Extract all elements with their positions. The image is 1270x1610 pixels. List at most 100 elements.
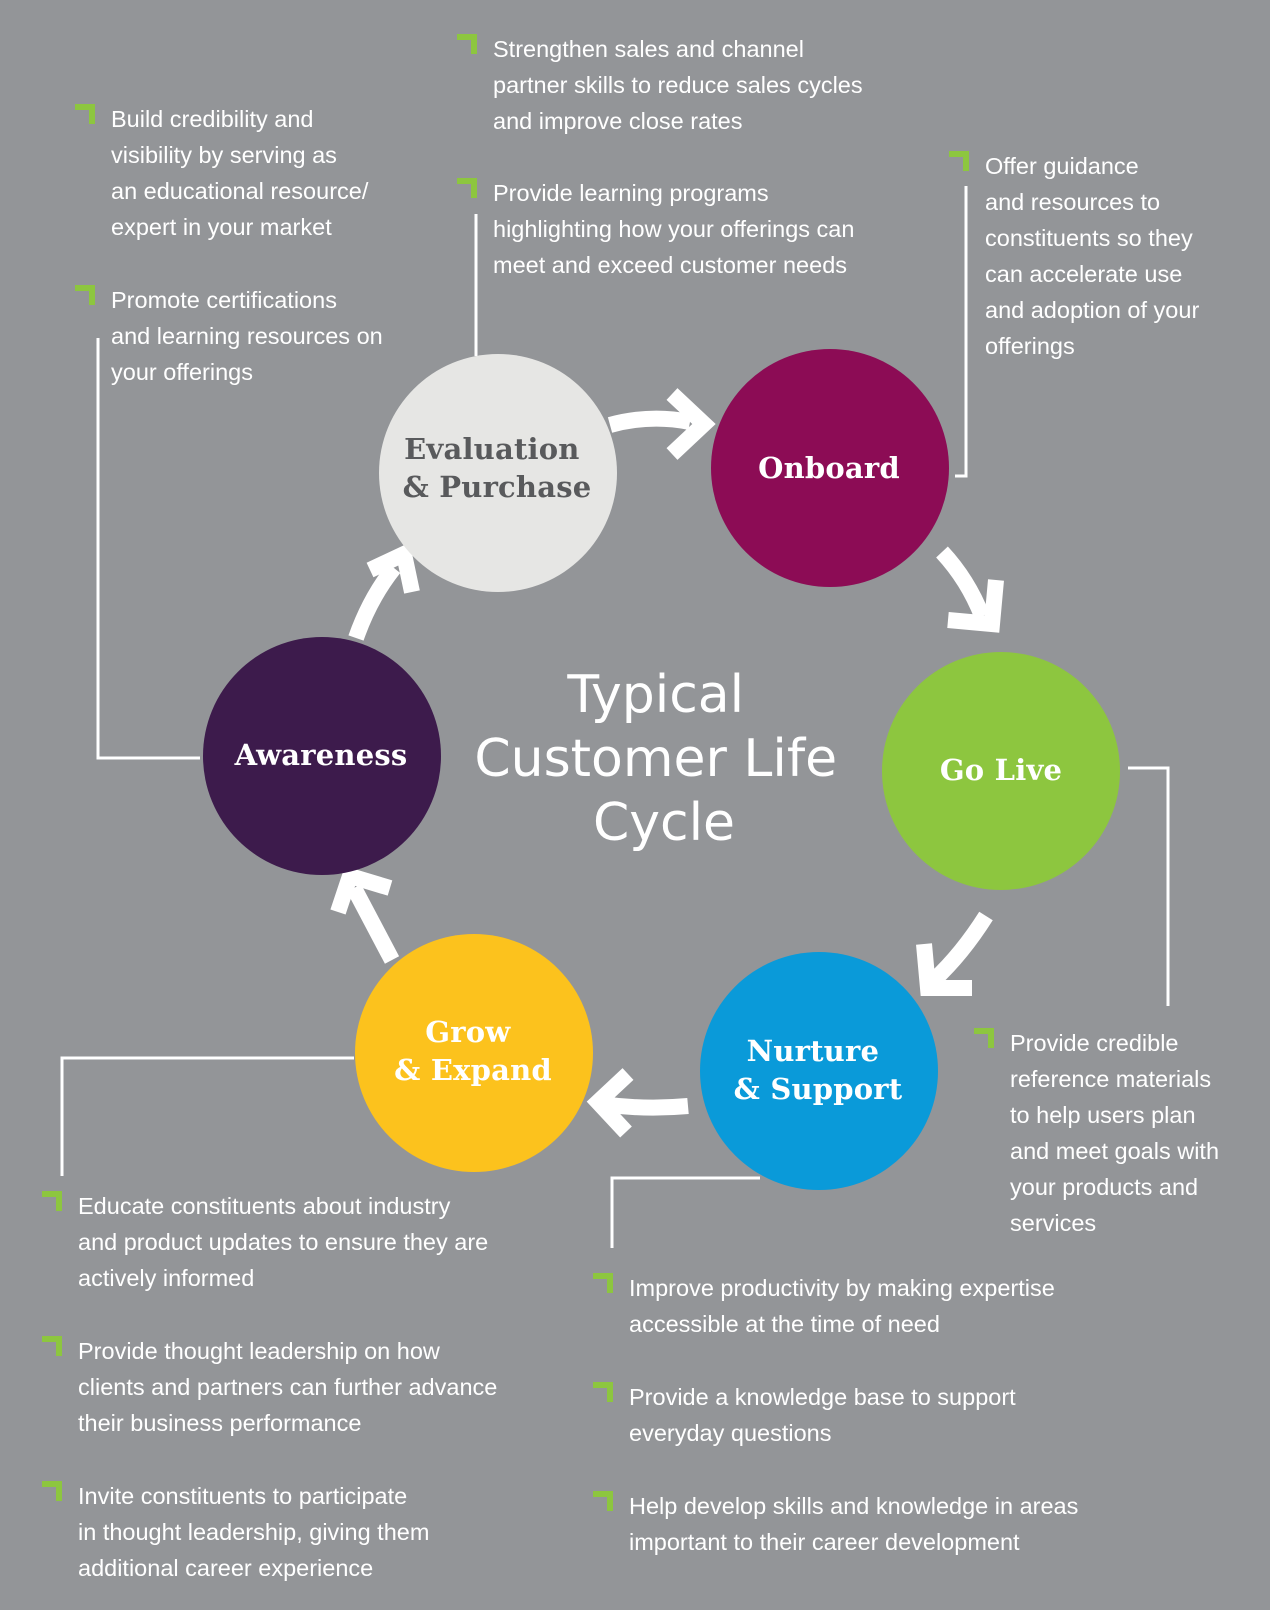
stage-go-live: Go Live	[882, 652, 1120, 890]
stage-label-line: & Expand	[394, 1053, 552, 1087]
stage-label-go-live: Go Live	[940, 753, 1062, 787]
evaluation-notes: Strengthen sales and channel partner ski…	[457, 31, 917, 283]
note-item: Educate constituents about industry and …	[42, 1188, 562, 1296]
note-item: Provide thought leadership on how client…	[42, 1333, 562, 1441]
stage-awareness: Awareness	[203, 637, 441, 875]
stage-nurture: Nurture & Support	[700, 952, 938, 1190]
note-line: expert in your market	[111, 214, 332, 240]
note-line: your offerings	[111, 359, 253, 385]
grow-notes: Educate constituents about industry and …	[42, 1188, 562, 1586]
note-item: Provide credible reference materials to …	[974, 1025, 1264, 1241]
note-line: Provide learning programs	[493, 180, 769, 206]
arrow-onboard-to-golive	[936, 546, 1004, 633]
note-line: Build credibility and	[111, 106, 314, 132]
stage-label-line: Go Live	[940, 753, 1062, 787]
green-tick-icon	[42, 1191, 62, 1211]
note-line: Provide credible	[1010, 1030, 1179, 1056]
green-tick-icon	[974, 1028, 994, 1048]
green-tick-icon	[593, 1273, 613, 1293]
connector-onboard	[955, 186, 968, 478]
stage-circle-grow	[355, 934, 593, 1172]
green-tick-icon	[75, 104, 95, 124]
go-live-notes: Provide credible reference materials to …	[974, 1025, 1264, 1241]
note-item: Strengthen sales and channel partner ski…	[457, 31, 917, 139]
note-line: to help users plan	[1010, 1102, 1196, 1128]
note-line: and product updates to ensure they are	[78, 1229, 489, 1255]
note-item: Help develop skills and knowledge in are…	[593, 1488, 1133, 1560]
green-tick-icon	[457, 178, 477, 198]
flow-arrows	[330, 388, 1004, 1138]
note-item: Improve productivity by making expertise…	[593, 1270, 1133, 1342]
note-line: Invite constituents to participate	[78, 1483, 408, 1509]
connector-grow	[60, 1056, 354, 1176]
arrow-nurture-to-grow	[586, 1068, 689, 1138]
note-line: everyday questions	[629, 1420, 832, 1446]
onboard-notes: Offer guidance and resources to constitu…	[949, 148, 1249, 364]
note-line: reference materials	[1010, 1066, 1212, 1092]
stage-onboard: Onboard	[711, 349, 949, 587]
note-line: actively informed	[78, 1265, 255, 1291]
stage-label-line: Nurture	[747, 1034, 879, 1068]
note-line: Provide thought leadership on how	[78, 1338, 440, 1364]
title-line: Cycle	[593, 793, 735, 853]
note-item: Provide learning programs highlighting h…	[457, 175, 917, 283]
title-line: Typical	[566, 665, 744, 725]
green-tick-icon	[42, 1336, 62, 1356]
arrow-evaluation-to-onboard	[607, 388, 716, 460]
connector-nurture	[610, 1176, 760, 1248]
note-item: Offer guidance and resources to constitu…	[949, 148, 1249, 364]
note-line: Educate constituents about industry	[78, 1193, 451, 1219]
connector-awareness	[96, 338, 200, 760]
stage-label-evaluation: Evaluation & Purchase	[403, 432, 592, 504]
note-line: your products and	[1010, 1174, 1199, 1200]
note-line: Offer guidance	[985, 153, 1139, 179]
note-line: and resources to	[985, 189, 1161, 215]
awareness-notes: Build credibility and visibility by serv…	[75, 101, 435, 390]
stage-circle-go-live	[882, 652, 1120, 890]
stage-label-awareness: Awareness	[234, 738, 408, 772]
note-line: clients and partners can further advance	[78, 1374, 498, 1400]
note-line: constituents so they	[985, 225, 1193, 251]
note-line: their business performance	[78, 1410, 362, 1436]
arrow-grow-to-awareness	[330, 866, 400, 964]
note-line: Strengthen sales and channel	[493, 36, 804, 62]
stage-label-line: Onboard	[758, 451, 900, 485]
note-line: Promote certifications	[111, 287, 337, 313]
note-line: in thought leadership, giving them	[78, 1519, 430, 1545]
green-tick-icon	[457, 34, 477, 54]
connector-go-live	[1128, 766, 1170, 1006]
stage-label-line: Awareness	[234, 738, 408, 772]
note-line: Help develop skills and knowledge in are…	[629, 1493, 1079, 1519]
green-tick-icon	[949, 151, 969, 171]
note-item: Provide a knowledge base to support ever…	[593, 1379, 1133, 1451]
green-tick-icon	[75, 285, 95, 305]
stage-label-line: Grow	[425, 1015, 511, 1049]
stage-label-line: Evaluation	[404, 432, 579, 466]
stage-grow: Grow & Expand	[355, 934, 593, 1172]
arrow-golive-to-nurture	[916, 911, 993, 996]
note-line: accessible at the time of need	[629, 1311, 940, 1337]
note-item: Build credibility and visibility by serv…	[75, 101, 435, 245]
note-item: Invite constituents to participate in th…	[42, 1478, 562, 1586]
note-line: and meet goals with	[1010, 1138, 1220, 1164]
arrow-awareness-to-evaluation	[348, 542, 420, 641]
stage-circle-onboard	[711, 349, 949, 587]
green-tick-icon	[593, 1382, 613, 1402]
note-line: and learning resources on	[111, 323, 383, 349]
stage-circle-awareness	[203, 637, 441, 875]
green-tick-icon	[42, 1481, 62, 1501]
stage-label-onboard: Onboard	[758, 451, 900, 485]
note-line: Improve productivity by making expertise	[629, 1275, 1055, 1301]
note-line: can accelerate use	[985, 261, 1183, 287]
diagram-title: Typical Customer Life Cycle	[474, 665, 853, 853]
note-line: and adoption of your	[985, 297, 1200, 323]
note-line: meet and exceed customer needs	[493, 252, 848, 278]
note-line: services	[1010, 1210, 1097, 1236]
note-line: an educational resource/	[111, 178, 369, 204]
note-item: Promote certifications and learning reso…	[75, 282, 435, 390]
note-line: additional career experience	[78, 1555, 374, 1581]
stage-label-line: & Support	[734, 1072, 903, 1106]
note-line: Provide a knowledge base to support	[629, 1384, 1016, 1410]
note-line: partner skills to reduce sales cycles	[493, 72, 863, 98]
